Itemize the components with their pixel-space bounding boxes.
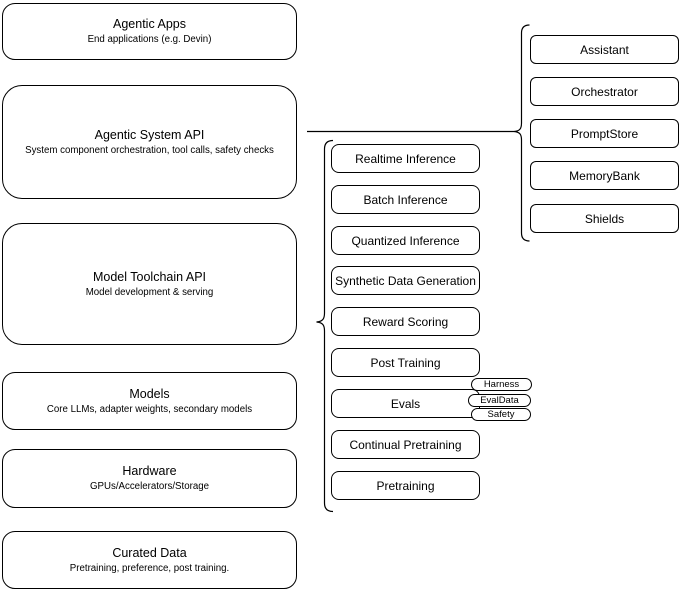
layer-title: Curated Data	[112, 545, 187, 560]
toolchain-box-reward-scoring: Reward Scoring	[331, 307, 480, 336]
components-brace	[513, 24, 530, 242]
layer-box-agentic-apps: Agentic Apps End applications (e.g. Devi…	[2, 3, 297, 60]
layer-subtitle: System component orchestration, tool cal…	[25, 144, 274, 156]
component-box-promptstore: PromptStore	[530, 119, 679, 148]
layer-box-curated-data: Curated Data Pretraining, preference, po…	[2, 531, 297, 589]
layer-title: Hardware	[122, 464, 177, 478]
toolchain-box-quantized-inference: Quantized Inference	[331, 226, 480, 255]
toolchain-box-evals: Evals	[331, 389, 480, 418]
toolchain-box-pretraining: Pretraining	[331, 471, 480, 500]
layer-title: Agentic Apps	[113, 17, 186, 31]
eval-tag-harness: Harness	[471, 378, 532, 391]
layer-title: Models	[129, 386, 170, 401]
component-box-shields: Shields	[530, 204, 679, 233]
component-box-memorybank: MemoryBank	[530, 161, 679, 190]
layer-box-agentic-system-api: Agentic System API System component orch…	[2, 85, 297, 199]
toolchain-box-synthetic-data-generation: Synthetic Data Generation	[331, 266, 480, 295]
layer-subtitle: Model development & serving	[85, 286, 214, 298]
component-box-assistant: Assistant	[530, 35, 679, 64]
layer-subtitle: End applications (e.g. Devin)	[87, 34, 212, 45]
layer-box-models: Models Core LLMs, adapter weights, secon…	[2, 372, 297, 430]
toolchain-box-post-training: Post Training	[331, 348, 480, 377]
eval-tag-safety: Safety	[471, 408, 531, 421]
toolchain-box-batch-inference: Batch Inference	[331, 185, 480, 214]
toolchain-box-realtime-inference: Realtime Inference	[331, 144, 480, 173]
layer-title: Model Toolchain API	[92, 269, 207, 284]
eval-tag-evaldata: EvalData	[468, 394, 531, 407]
layer-subtitle: Pretraining, preference, post training.	[69, 562, 230, 574]
layer-box-hardware: Hardware GPUs/Accelerators/Storage	[2, 449, 297, 508]
layer-subtitle: Core LLMs, adapter weights, secondary mo…	[46, 403, 253, 415]
layer-box-model-toolchain-api: Model Toolchain API Model development & …	[2, 223, 297, 345]
layer-title: Agentic System API	[94, 127, 205, 142]
component-box-orchestrator: Orchestrator	[530, 77, 679, 106]
layer-subtitle: GPUs/Accelerators/Storage	[90, 481, 209, 492]
toolchain-box-continual-pretraining: Continual Pretraining	[331, 430, 480, 459]
